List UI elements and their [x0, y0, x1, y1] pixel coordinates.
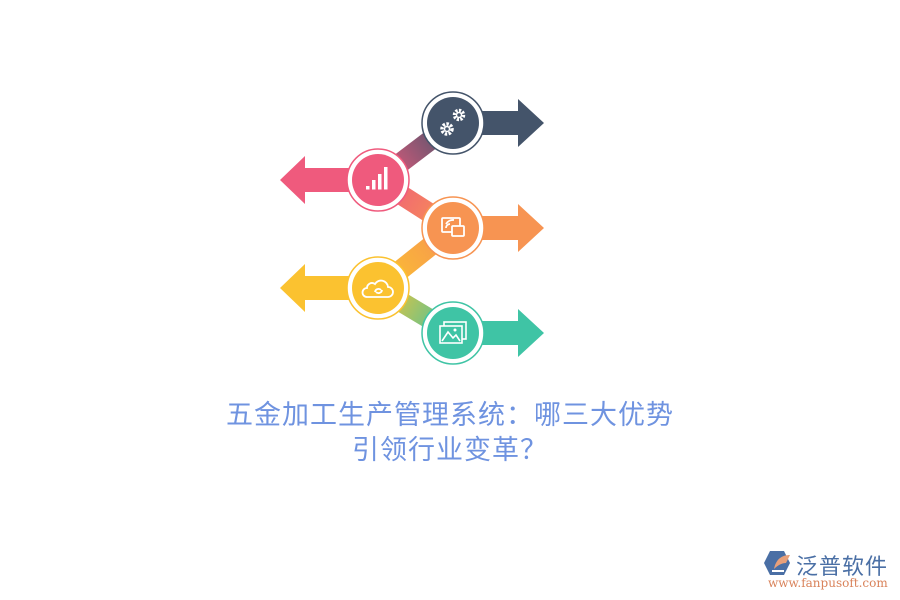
infographic	[280, 91, 544, 365]
step-3-cast	[421, 196, 485, 260]
logo-name: 泛普软件	[796, 555, 889, 580]
cloud-sync-icon	[361, 279, 394, 298]
screen-cast-icon	[441, 217, 465, 237]
logo-url[interactable]: www.fanpusoft.com	[768, 576, 888, 590]
step-2-chart	[346, 148, 410, 212]
image-gallery-icon	[439, 321, 467, 344]
step-4-cloud	[346, 256, 410, 320]
gears-icon	[440, 108, 466, 136]
step-5-gallery	[421, 301, 485, 365]
brand-logo[interactable]: 泛普软件 www.fanpusoft.com	[762, 547, 898, 597]
page-title-line-2: 引领行业变革？	[352, 435, 548, 466]
step-1-gears	[421, 91, 485, 155]
bar-chart-icon	[366, 167, 388, 190]
fanpu-logo-icon	[764, 551, 790, 575]
page-title-line-1: 五金加工生产管理系统：哪三大优势	[226, 400, 674, 431]
